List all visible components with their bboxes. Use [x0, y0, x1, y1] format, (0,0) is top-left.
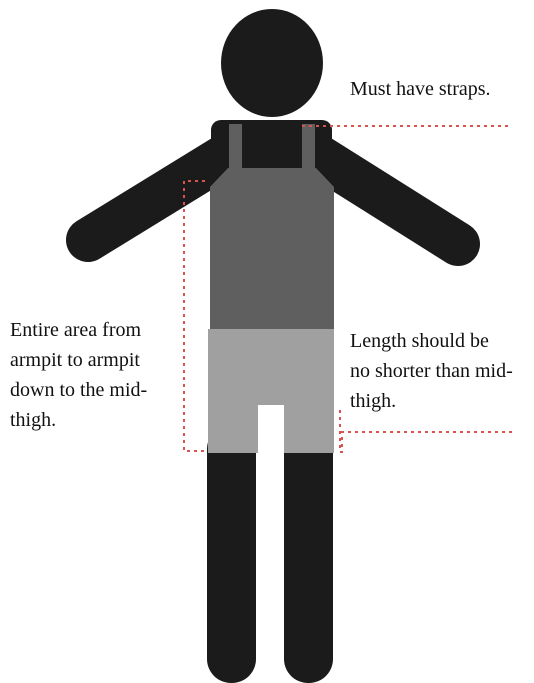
figure-right-arm — [315, 154, 458, 244]
swimsuit-top — [210, 168, 334, 330]
straps-label: Must have straps. — [350, 74, 491, 104]
figure-left-leg — [207, 425, 256, 683]
coverage-area-guide-line — [184, 181, 205, 451]
length-label: Length should be no shorter than mid- th… — [350, 326, 513, 416]
swimsuit-right-strap — [302, 124, 315, 172]
swimsuit-shorts — [208, 329, 334, 453]
swimsuit-left-strap — [229, 124, 242, 172]
figure-head — [221, 9, 323, 117]
figure-left-arm — [88, 154, 228, 240]
coverage-area-label: Entire area from armpit to armpit down t… — [10, 315, 147, 435]
figure-right-leg — [284, 425, 333, 683]
length-guide-line — [340, 410, 512, 452]
